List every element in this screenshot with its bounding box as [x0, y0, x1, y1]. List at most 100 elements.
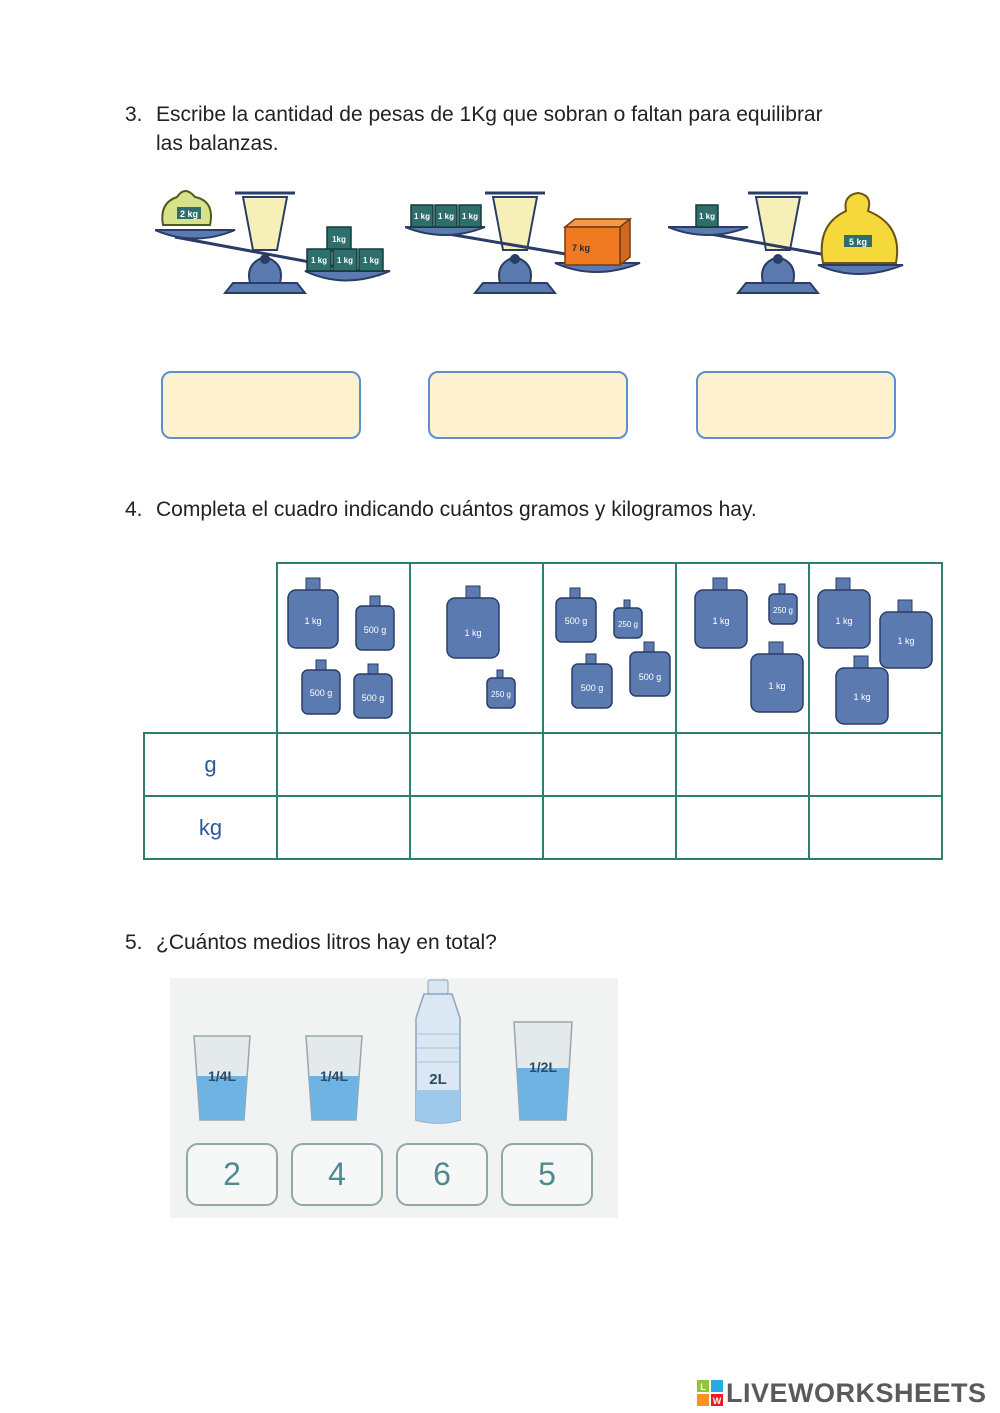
svg-text:1 kg: 1 kg — [462, 212, 478, 221]
balance-scale-3: 1 kg 5 kg — [668, 191, 904, 294]
question-text-line1: Escribe la cantidad de pesas de 1Kg que … — [156, 103, 823, 126]
svg-text:1 kg: 1 kg — [712, 616, 729, 626]
option-box-3[interactable]: 6 — [396, 1143, 488, 1206]
weights-row: 1 kg 1 kg 1 kg — [410, 204, 482, 228]
weight-large: 1 kg — [750, 641, 804, 713]
svg-text:W: W — [713, 1396, 722, 1406]
svg-text:500 g: 500 g — [310, 688, 333, 698]
svg-text:250 g: 250 g — [773, 606, 793, 615]
svg-text:1 kg: 1 kg — [699, 212, 715, 221]
svg-text:1 kg: 1 kg — [768, 681, 785, 691]
svg-text:1 kg: 1 kg — [304, 616, 321, 626]
weight-medium: 500 g — [555, 587, 597, 643]
question-text-line2: las balanzas. — [156, 132, 279, 155]
kilograms-input-1[interactable] — [276, 795, 411, 860]
scale-body — [668, 191, 904, 294]
svg-text:1/4L: 1/4L — [320, 1068, 348, 1084]
kilograms-input-5[interactable] — [808, 795, 943, 860]
balance-scale-1: 2 kg 1kg 1 kg 1 kg 1 kg — [155, 190, 391, 294]
weight-large: 1 kg — [817, 577, 871, 649]
svg-text:250 g: 250 g — [618, 620, 638, 629]
question-text: Completa el cuadro indicando cuántos gra… — [156, 498, 757, 521]
weight-large: 1 kg — [835, 655, 889, 725]
row-label-g: g — [143, 732, 278, 797]
grams-input-4[interactable] — [675, 732, 810, 797]
svg-text:1 kg: 1 kg — [337, 256, 353, 265]
weights-stack: 1kg 1 kg 1 kg 1 kg — [306, 226, 384, 272]
grams-input-5[interactable] — [808, 732, 943, 797]
weight-small: 250 g — [613, 599, 643, 639]
weights-cell-1: 1 kg 500 g 500 g 500 g — [276, 562, 411, 734]
table-row-grams: g — [143, 732, 943, 797]
table-row-images: 1 kg 500 g 500 g 500 g — [144, 562, 943, 734]
box-7kg: 7 kg — [562, 217, 633, 267]
liveworksheets-logo: L W LIVEWORKSHEETS — [697, 1378, 987, 1408]
question-number: 5. — [125, 931, 143, 954]
option-box-2[interactable]: 4 — [291, 1143, 383, 1206]
question-number: 3. — [125, 103, 143, 126]
weight-small: 250 g — [768, 583, 798, 625]
balance-scale-2: 1 kg 1 kg 1 kg 7 kg — [405, 191, 641, 294]
weight-medium: 500 g — [355, 595, 395, 651]
weight-large: 1 kg — [694, 577, 748, 649]
svg-text:1 kg: 1 kg — [414, 212, 430, 221]
weight-large: 1 kg — [287, 577, 339, 649]
weight-large: 1 kg — [446, 585, 500, 659]
svg-text:500 g: 500 g — [565, 616, 588, 626]
grams-input-3[interactable] — [542, 732, 677, 797]
svg-text:L: L — [700, 1382, 706, 1392]
weights-cell-3: 500 g 250 g 500 g 500 g — [542, 562, 677, 734]
svg-text:1 kg: 1 kg — [853, 692, 870, 702]
svg-text:1/4L: 1/4L — [208, 1068, 236, 1084]
svg-text:1 kg: 1 kg — [311, 256, 327, 265]
svg-text:5 kg: 5 kg — [849, 237, 867, 247]
weight-medium: 500 g — [629, 641, 671, 697]
glass-2: 1/4L — [305, 1035, 363, 1121]
table-corner — [144, 563, 277, 733]
question-5: 5. ¿Cuántos medios litros hay en total? — [125, 928, 497, 957]
answer-box-3[interactable] — [696, 371, 896, 439]
glass-1: 1/4L — [193, 1035, 251, 1121]
question-text: ¿Cuántos medios litros hay en total? — [156, 931, 497, 954]
weight-medium: 500 g — [571, 653, 613, 709]
weight-small: 250 g — [486, 669, 516, 709]
svg-text:500 g: 500 g — [364, 625, 387, 635]
brand-name: LIVEWORKSHEETS — [726, 1377, 987, 1408]
question-4: 4.Completa el cuadro indicando cuántos g… — [125, 495, 757, 524]
sack-2kg: 2 kg — [161, 190, 212, 226]
weight-medium: 500 g — [353, 663, 393, 719]
question-3: 3. Escribe la cantidad de pesas de 1Kg qu… — [125, 100, 823, 158]
option-box-1[interactable]: 2 — [186, 1143, 278, 1206]
svg-text:500 g: 500 g — [362, 693, 385, 703]
option-box-4[interactable]: 5 — [501, 1143, 593, 1206]
svg-text:500 g: 500 g — [639, 672, 662, 682]
weights-cell-2: 1 kg 250 g — [409, 562, 544, 734]
weights-cell-5: 1 kg 1 kg 1 kg — [808, 562, 943, 734]
kilograms-input-4[interactable] — [675, 795, 810, 860]
svg-text:1/2L: 1/2L — [529, 1059, 557, 1075]
sack-5kg: 5 kg — [820, 191, 899, 264]
svg-text:1kg: 1kg — [332, 235, 346, 244]
sack-label: 2 kg — [180, 209, 198, 219]
answer-box-1[interactable] — [161, 371, 361, 439]
weights-table: 1 kg 500 g 500 g 500 g — [143, 562, 943, 860]
kilograms-input-3[interactable] — [542, 795, 677, 860]
grams-input-1[interactable] — [276, 732, 411, 797]
grams-input-2[interactable] — [409, 732, 544, 797]
containers-panel: 1/4L 1/4L 2L 1/2L 2 4 6 5 — [170, 978, 618, 1218]
glass-3: 1/2L — [513, 1021, 573, 1121]
row-label-kg: kg — [143, 795, 278, 860]
weights-cell-4: 1 kg 250 g 1 kg — [675, 562, 810, 734]
svg-text:250 g: 250 g — [491, 690, 511, 699]
weight-1kg: 1 kg — [695, 204, 719, 228]
svg-text:1 kg: 1 kg — [464, 628, 481, 638]
water-bottle: 2L — [415, 979, 461, 1124]
table-row-kilograms: kg — [143, 795, 943, 860]
logo-icon: L W — [697, 1380, 723, 1406]
weight-medium: 500 g — [301, 659, 341, 715]
svg-text:1 kg: 1 kg — [363, 256, 379, 265]
kilograms-input-2[interactable] — [409, 795, 544, 860]
svg-text:1 kg: 1 kg — [835, 616, 852, 626]
svg-text:1 kg: 1 kg — [897, 636, 914, 646]
answer-box-2[interactable] — [428, 371, 628, 439]
